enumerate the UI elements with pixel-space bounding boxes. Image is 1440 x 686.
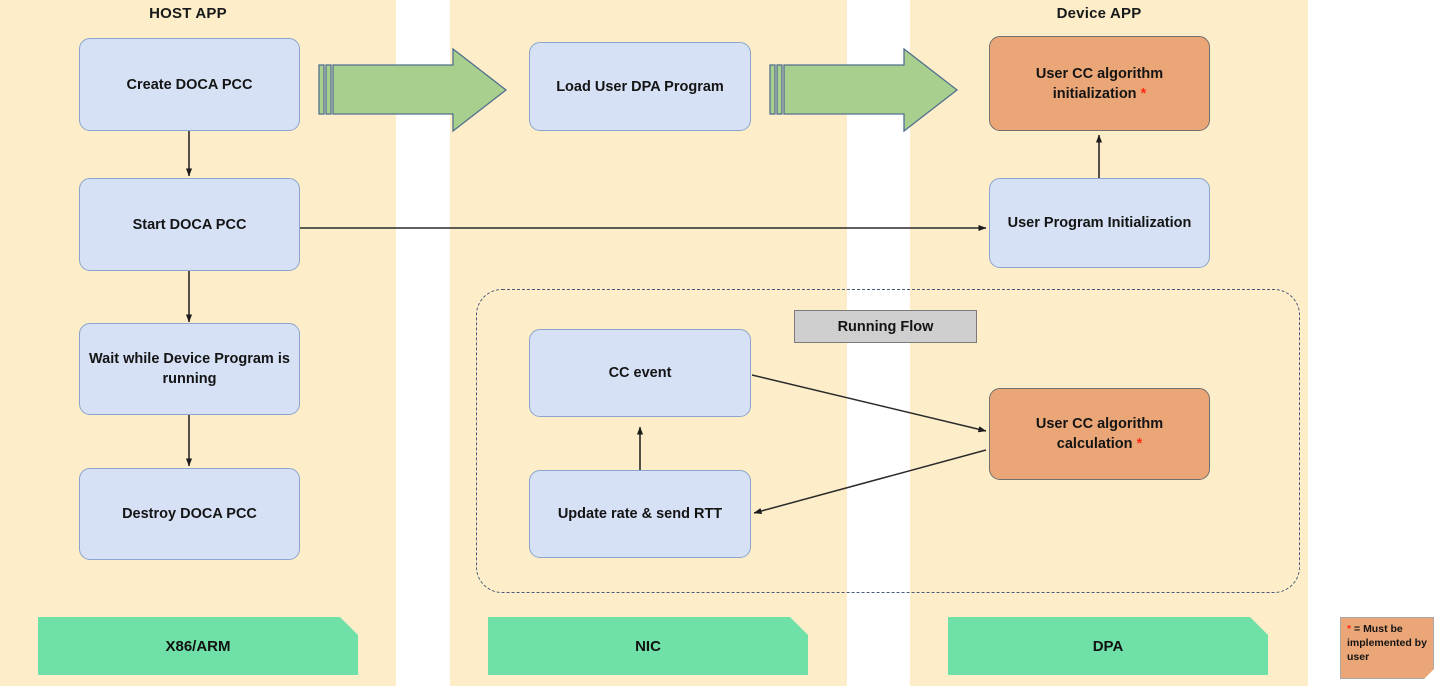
node-create-doca-pcc[interactable]: Create DOCA PCC: [79, 38, 300, 131]
node-destroy-doca-pcc[interactable]: Destroy DOCA PCC: [79, 468, 300, 560]
node-user-cc-algorithm-initialization[interactable]: User CC algorithm initialization *: [989, 36, 1210, 131]
column-title-device-app: Device APP: [1056, 5, 1142, 22]
platform-bar-x86-arm: X86/ARM: [38, 617, 358, 675]
legend-note: * = Must be implemented by user: [1340, 617, 1434, 679]
node-start-doca-pcc[interactable]: Start DOCA PCC: [79, 178, 300, 271]
node-user-cc-algorithm-calculation[interactable]: User CC algorithm calculation *: [989, 388, 1210, 480]
platform-bar-dpa: DPA: [948, 617, 1268, 675]
legend-star-icon: *: [1347, 623, 1352, 635]
column-title-host-app: HOST APP: [149, 5, 227, 22]
legend-text: = Must be implemented by user: [1347, 623, 1427, 663]
node-user-cc-calc-label: User CC algorithm calculation: [1035, 416, 1164, 452]
node-user-cc-init-label: User CC algorithm initialization: [1035, 65, 1164, 102]
node-update-rate-send-rtt[interactable]: Update rate & send RTT: [529, 470, 751, 558]
required-star-icon: *: [1140, 85, 1147, 102]
node-load-user-dpa-program[interactable]: Load User DPA Program: [529, 42, 751, 131]
node-wait-device-program[interactable]: Wait while Device Program is running: [79, 323, 300, 415]
node-cc-event[interactable]: CC event: [529, 329, 751, 417]
node-user-program-initialization[interactable]: User Program Initialization: [989, 178, 1210, 268]
running-flow-label: Running Flow: [794, 310, 977, 343]
block-arrow-nic-to-dpa: [769, 47, 959, 133]
platform-bar-nic: NIC: [488, 617, 808, 675]
block-arrow-host-to-nic: [318, 47, 508, 133]
required-star-icon: *: [1136, 436, 1143, 452]
running-flow-region: [476, 289, 1300, 593]
